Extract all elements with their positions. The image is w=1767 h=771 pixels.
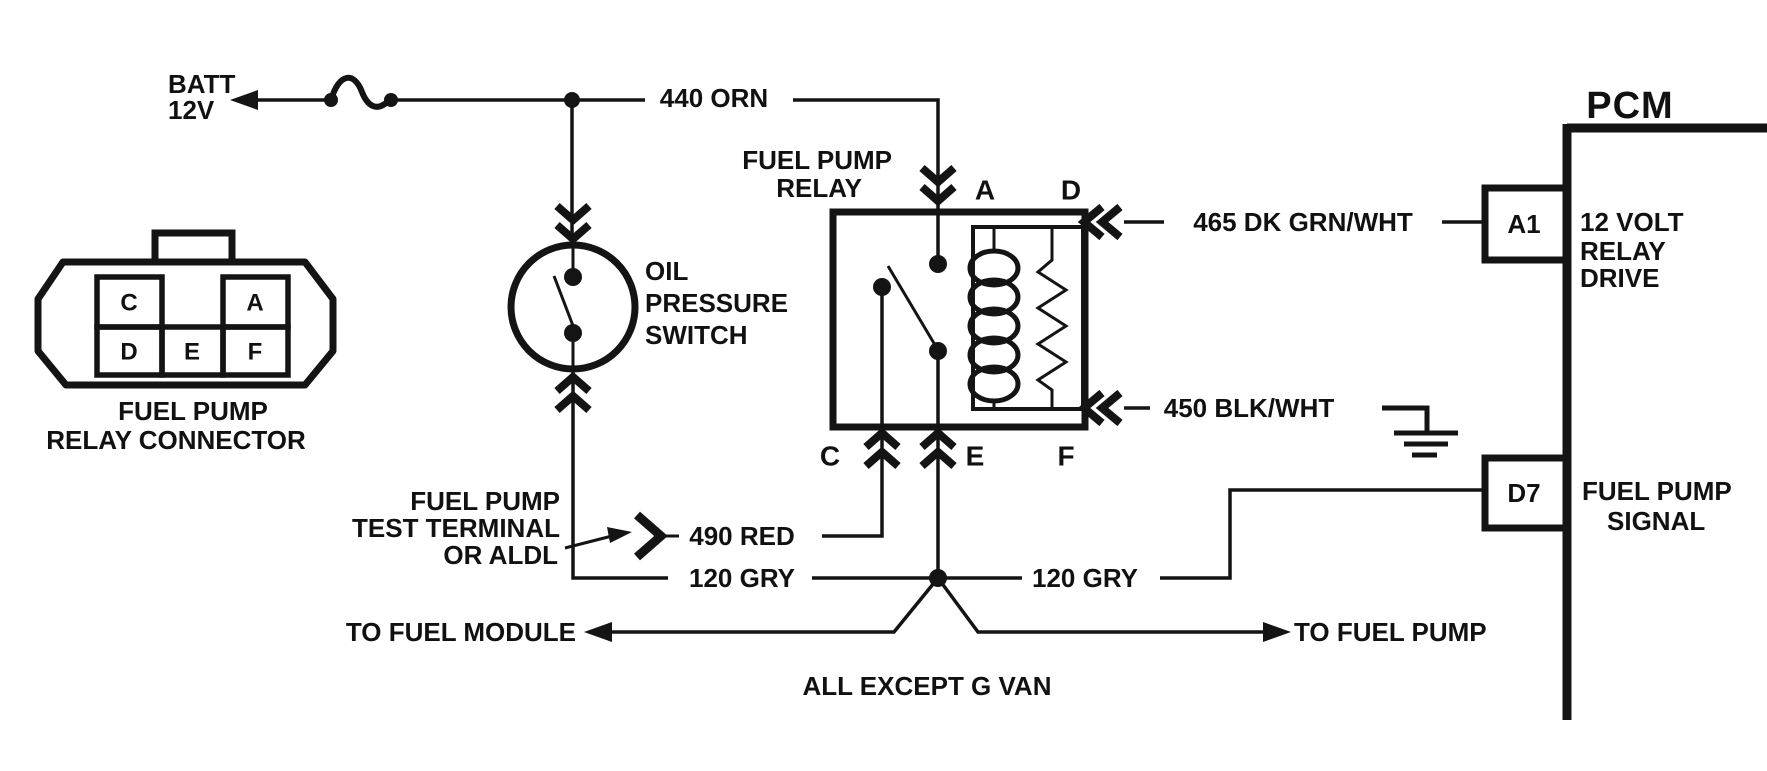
relay-coil-icon bbox=[967, 227, 1021, 409]
wire-120-to-d7 bbox=[1160, 488, 1485, 580]
connector-chevron-left-icon bbox=[1077, 203, 1105, 241]
wire-450-run: 450 BLK/WHT bbox=[1077, 389, 1458, 458]
pcm-d7-desc-line2: SIGNAL bbox=[1607, 506, 1705, 536]
relay-terminal-e-label: E bbox=[966, 441, 985, 472]
wire-label-490-red: 490 RED bbox=[689, 521, 795, 551]
relay-terminal-d-label: D bbox=[1061, 175, 1081, 206]
connector-pin-cavity bbox=[220, 324, 291, 378]
connector-chevron-down-icon bbox=[554, 202, 592, 226]
connector-outline bbox=[34, 258, 337, 389]
test-terminal-icon bbox=[634, 511, 668, 561]
wire-label-120-gry-left: 120 GRY bbox=[689, 563, 795, 593]
test-terminal-label-line1: FUEL PUMP bbox=[410, 486, 560, 516]
oil-switch-label-line3: SWITCH bbox=[645, 320, 748, 350]
pcm-pin-d7-box bbox=[1481, 454, 1571, 532]
connector-chevron-down-icon bbox=[554, 221, 592, 245]
connector-chevron-up-icon bbox=[863, 427, 901, 451]
pcm-a1-desc-line2: RELAY bbox=[1580, 236, 1666, 266]
test-terminal-group: FUEL PUMP TEST TERMINAL OR ALDL 490 RED bbox=[352, 486, 795, 570]
relay-terminal-f-label: F bbox=[1057, 441, 1074, 472]
pcm-a1-desc-line1: 12 VOLT bbox=[1580, 207, 1684, 237]
wire-label-450-blk-wht: 450 BLK/WHT bbox=[1164, 393, 1335, 423]
connector-pin-c-label: C bbox=[120, 290, 137, 317]
connector-chevron-up-icon bbox=[919, 446, 957, 470]
relay-coil-frame bbox=[971, 225, 1085, 411]
connector-pin-a-label: A bbox=[246, 290, 263, 317]
pcm-pin-d7-label: D7 bbox=[1507, 478, 1540, 508]
wire-label-465-dk-grn-wht: 465 DK GRN/WHT bbox=[1193, 207, 1413, 237]
connector-chevron-left-icon bbox=[1095, 389, 1123, 427]
wire-to-fuel-module bbox=[612, 576, 940, 634]
relay-fixed-contact-dot bbox=[929, 255, 947, 273]
connector-chevron-down-icon bbox=[919, 164, 957, 188]
relay-switch-arm bbox=[886, 265, 940, 351]
pcm-pin-a1-label: A1 bbox=[1507, 209, 1540, 239]
battery-feed: BATT 12V 440 ORN bbox=[168, 69, 940, 264]
oil-switch-label-line2: PRESSURE bbox=[645, 288, 788, 318]
ground-lead bbox=[1382, 405, 1430, 431]
relay-resistor-icon bbox=[1035, 227, 1069, 409]
test-terminal-label-line3: OR ALDL bbox=[443, 540, 558, 570]
connector-chevron-left-icon bbox=[1095, 203, 1123, 241]
connector-chevron-left-icon bbox=[1077, 389, 1105, 427]
coil-loop bbox=[967, 248, 1021, 288]
ground-icon bbox=[1382, 405, 1458, 458]
connector-chevron-up-icon bbox=[863, 446, 901, 470]
wire-to-fuel-pump bbox=[936, 576, 1268, 634]
oil-switch-arm bbox=[552, 275, 577, 332]
connector-caption-line2: RELAY CONNECTOR bbox=[46, 425, 306, 455]
wire-465-run: 465 DK GRN/WHT bbox=[1077, 203, 1485, 241]
connector-chevron-up-icon bbox=[919, 427, 957, 451]
connector-pin-d-label: D bbox=[120, 339, 137, 366]
relay-terminal-c-label: C bbox=[820, 441, 840, 472]
gry-wire-run: 120 GRY 120 GRY TO FUEL MODULE TO FUEL P… bbox=[346, 368, 1487, 701]
connector-pin-e-label: E bbox=[184, 339, 200, 366]
destination-fuel-pump-label: TO FUEL PUMP bbox=[1294, 617, 1487, 647]
pointer-arrowhead-icon bbox=[607, 527, 632, 543]
destination-fuel-module-label: TO FUEL MODULE bbox=[346, 617, 576, 647]
fuel-pump-arrowhead-icon bbox=[1263, 622, 1291, 642]
fuel-pump-relay: FUEL PUMP RELAY A D C E bbox=[742, 145, 1089, 578]
coil-loop bbox=[967, 306, 1021, 346]
connector-chevron-down-icon bbox=[919, 183, 957, 207]
wire-label-120-gry-right: 120 GRY bbox=[1032, 563, 1138, 593]
battery-label-line2: 12V bbox=[168, 95, 215, 125]
battery-arrowhead-icon bbox=[230, 90, 258, 110]
coil-loop bbox=[967, 335, 1021, 375]
fuse-icon bbox=[324, 74, 398, 110]
oil-pressure-switch: OIL PRESSURE SWITCH bbox=[507, 100, 788, 414]
footnote-label: ALL EXCEPT G VAN bbox=[803, 671, 1052, 701]
coil-loop bbox=[967, 277, 1021, 317]
fuse-element bbox=[328, 74, 393, 110]
wire-label-440-orn: 440 ORN bbox=[660, 83, 768, 113]
oil-switch-label-line1: OIL bbox=[645, 256, 688, 286]
connector-tab bbox=[151, 229, 236, 260]
relay-terminal-a-label: A bbox=[975, 175, 995, 206]
connector-pin-f-label: F bbox=[248, 339, 263, 366]
relay-name-line2: RELAY bbox=[776, 173, 862, 203]
pcm-title: PCM bbox=[1586, 85, 1673, 127]
battery-label-line1: BATT bbox=[168, 69, 236, 99]
relay-connector-diagram: C A D E F FUEL PUMP RELAY CONNECTOR bbox=[34, 229, 337, 455]
test-terminal-label-line2: TEST TERMINAL bbox=[352, 513, 560, 543]
connector-caption-line1: FUEL PUMP bbox=[118, 396, 268, 426]
pcm-d7-desc-line1: FUEL PUMP bbox=[1582, 476, 1732, 506]
pcm-a1-desc-line3: DRIVE bbox=[1580, 263, 1659, 293]
oil-switch-contact-dot bbox=[564, 268, 582, 286]
oil-switch-contact-dot bbox=[564, 324, 582, 342]
wire-terminal-c bbox=[822, 287, 884, 538]
fuel-module-arrowhead-icon bbox=[584, 622, 612, 642]
relay-outline bbox=[829, 208, 1089, 431]
pcm-pin-a1-box bbox=[1481, 184, 1571, 264]
relay-name-line1: FUEL PUMP bbox=[742, 145, 892, 175]
pcm: PCM A1 12 VOLT RELAY DRIVE D7 FUEL PUMP … bbox=[1481, 85, 1767, 720]
wire-120-left-segment bbox=[571, 368, 668, 580]
